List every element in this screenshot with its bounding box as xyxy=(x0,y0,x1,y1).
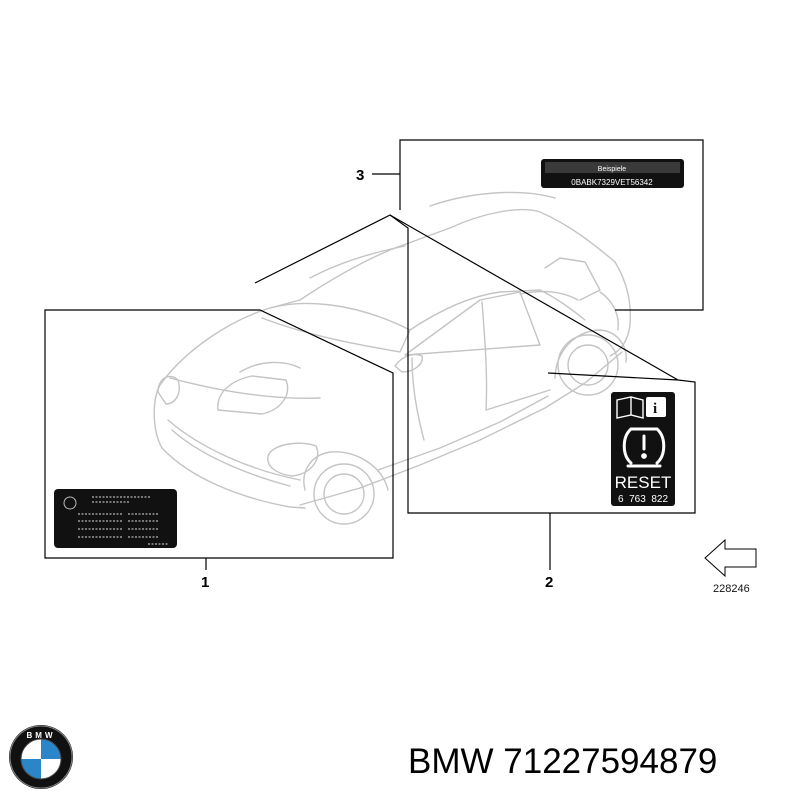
reset-text: RESET xyxy=(615,473,672,492)
callout-frame-2: 2 xyxy=(389,214,696,591)
callout-frame-1: 1 xyxy=(44,309,394,591)
tire-pressure-warning-icon xyxy=(622,427,666,468)
callout-number-3: 3 xyxy=(356,167,364,184)
bmw-logo: BMW xyxy=(9,725,73,789)
label-2-part-code: 6 763 822 xyxy=(618,494,668,505)
info-icon: i xyxy=(646,397,666,417)
callout-number-1: 1 xyxy=(201,574,209,591)
left-arrow-icon xyxy=(704,538,757,578)
circle-icon xyxy=(63,496,77,510)
drawing-number: 228246 xyxy=(713,583,750,595)
label-1-sticker xyxy=(54,489,177,548)
callout-frame-3: 3 xyxy=(356,139,704,311)
label-2-sticker: i RESET 6 763 822 xyxy=(611,392,675,506)
book-icon xyxy=(616,396,644,419)
label-3-code-text: 0BABK7329VET56342 xyxy=(571,178,653,187)
label-3-sticker: Beispiele 0BABK7329VET56342 xyxy=(541,159,684,188)
svg-text:BMW: BMW xyxy=(27,731,56,740)
callout-number-2: 2 xyxy=(545,574,553,591)
windshield-area-outline xyxy=(254,214,679,381)
svg-text:i: i xyxy=(653,401,657,417)
label-3-top-text: Beispiele xyxy=(598,166,627,173)
part-number-text: BMW 71227594879 xyxy=(408,742,718,781)
car-illustration xyxy=(153,191,632,525)
